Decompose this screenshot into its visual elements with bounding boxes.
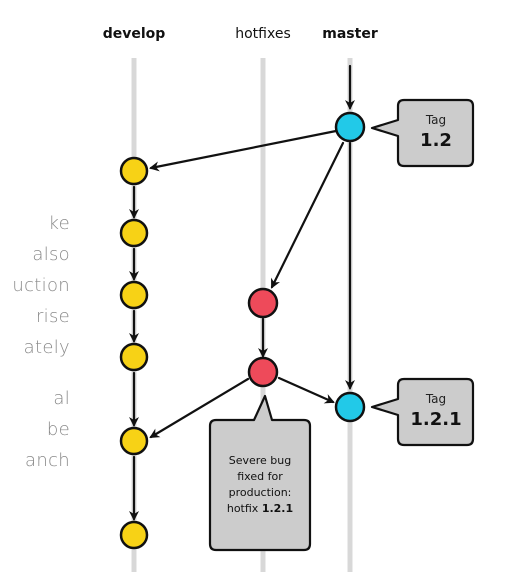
note-hotfix-version: 1.2.1 bbox=[262, 502, 293, 515]
column-title-develop: develop bbox=[103, 26, 166, 42]
develop-commit bbox=[119, 426, 149, 456]
tag-version: 1.2 bbox=[420, 130, 452, 151]
side-text-line: uction bbox=[12, 275, 70, 296]
arrow-master-to-hotfix bbox=[270, 141, 345, 289]
develop-commit bbox=[119, 342, 149, 372]
tag-callout-2: Tag 1.2.1 bbox=[370, 377, 475, 447]
arrow-hotfix-to-master bbox=[277, 376, 335, 404]
note-line: fixed for bbox=[237, 470, 283, 483]
arrow-master-to-develop bbox=[149, 129, 338, 172]
develop-commit bbox=[119, 156, 149, 186]
note-line: Severe bug bbox=[229, 454, 292, 467]
side-paragraph-fragment: ke also uction rise ately al be anch bbox=[0, 208, 70, 476]
side-text-line: ke bbox=[48, 213, 70, 234]
develop-commit bbox=[119, 520, 149, 550]
master-commit bbox=[334, 111, 366, 143]
column-title-master: master bbox=[322, 26, 378, 42]
tag-version: 1.2.1 bbox=[410, 409, 461, 430]
arrow-hotfix-to-develop bbox=[149, 377, 250, 439]
develop-commit bbox=[119, 218, 149, 248]
note-hotfix-prefix: hotfix bbox=[227, 502, 259, 515]
column-title-hotfixes: hotfixes bbox=[235, 26, 291, 42]
side-text-line: also bbox=[32, 244, 70, 265]
side-text-line: ately bbox=[23, 337, 70, 358]
hotfix-note-callout: Severe bug fixed for production: hotfix … bbox=[208, 394, 312, 552]
hotfix-commit bbox=[247, 356, 279, 388]
side-text-line: anch bbox=[25, 450, 70, 471]
note-line-last: hotfix 1.2.1 bbox=[227, 502, 293, 515]
note-line: production: bbox=[229, 486, 292, 499]
hotfix-commit bbox=[247, 287, 279, 319]
side-text-line: al bbox=[53, 388, 70, 409]
tag-label: Tag bbox=[425, 113, 446, 127]
tag-callout-1: Tag 1.2 bbox=[370, 98, 475, 168]
master-commit bbox=[334, 391, 366, 423]
tag-label: Tag bbox=[425, 392, 446, 406]
side-text-line: be bbox=[46, 419, 70, 440]
side-text-line: rise bbox=[35, 306, 70, 327]
develop-commit bbox=[119, 280, 149, 310]
